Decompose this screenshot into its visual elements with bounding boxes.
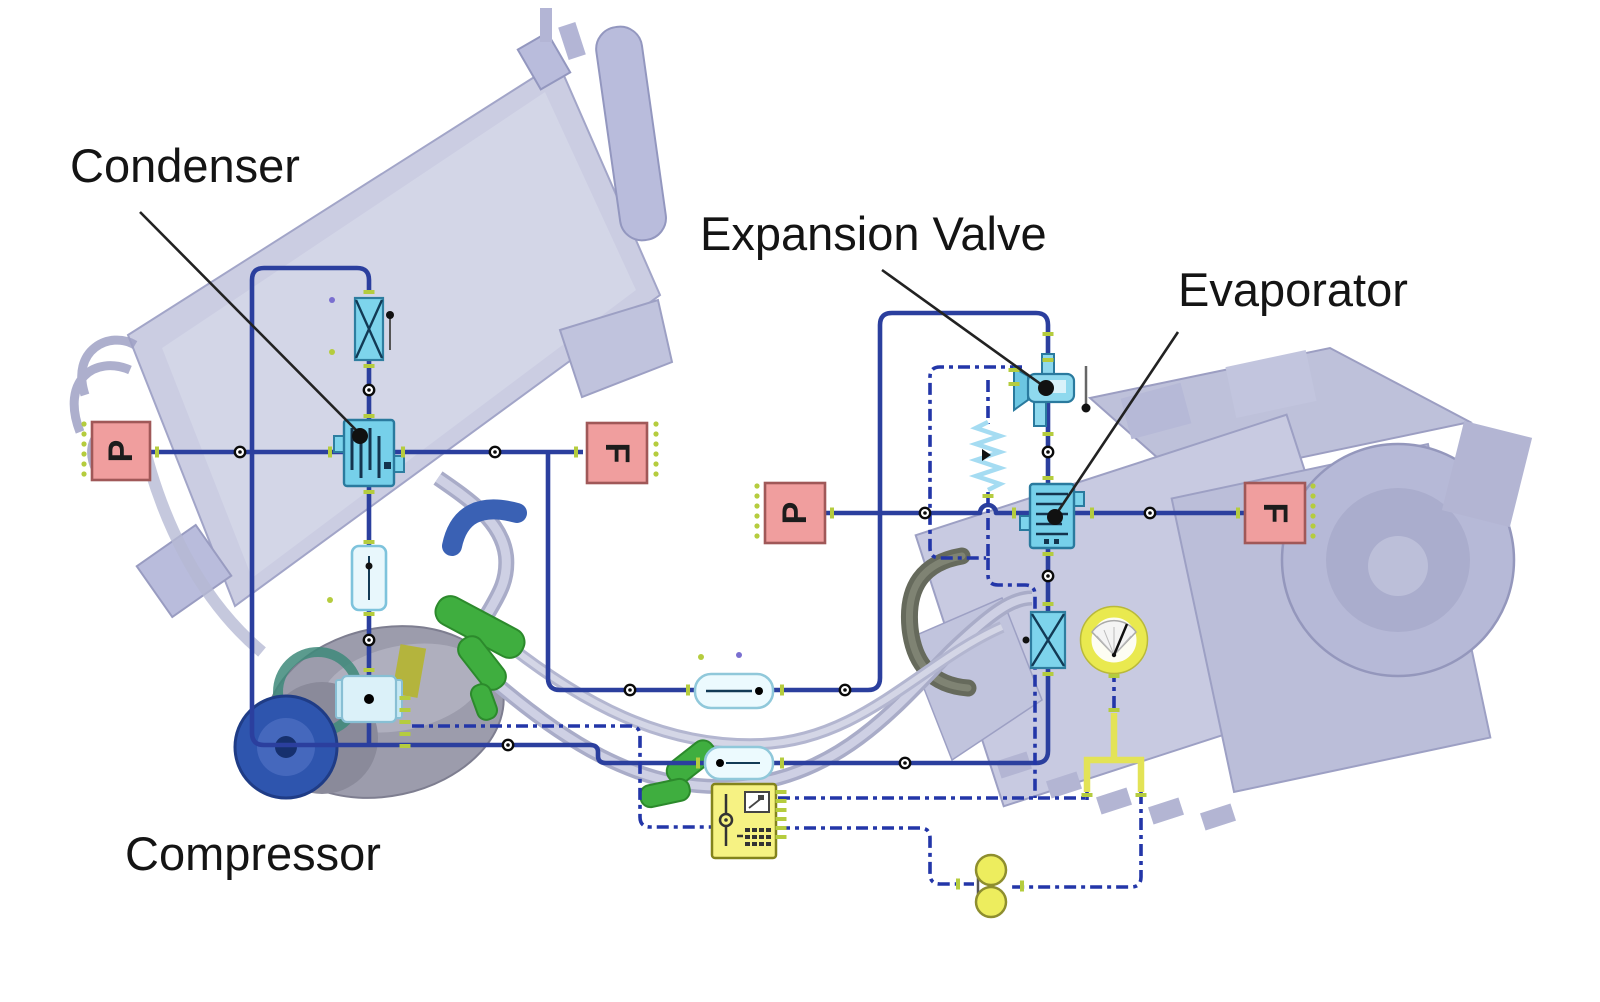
- air-distribution-fork-symbol: [1083, 713, 1145, 792]
- purple-dot: [329, 297, 335, 303]
- hvac-unit-cad-model: [900, 346, 1533, 831]
- expansion-loop-line: [877, 310, 1051, 513]
- callout-arrows: [139, 211, 1180, 525]
- green-dot: [698, 654, 704, 660]
- compressor-label: Compressor: [125, 827, 381, 880]
- spring-symbol: [968, 419, 1008, 493]
- pressure-letter: P: [776, 502, 814, 525]
- fork-right-leg-line: [1009, 792, 1143, 889]
- condenser-label: Condenser: [70, 139, 300, 192]
- sensor-bulb-dot: [1081, 403, 1091, 413]
- receiver-drier-symbol: [327, 544, 388, 612]
- controller-box: [710, 782, 778, 860]
- condenser-arrow: [139, 211, 359, 433]
- gauge-symbol: [1079, 605, 1149, 675]
- controller-lower-signal-line: [778, 826, 974, 886]
- evaporator-arrow: [1055, 331, 1180, 514]
- flow-sensor-left: F: [585, 421, 659, 485]
- pressure-letter: P: [102, 440, 140, 463]
- green-hose-couplers: [434, 595, 717, 809]
- liquid-line: [545, 452, 883, 693]
- suction-valve-symbol: [1022, 610, 1067, 670]
- evaporator-line: [825, 502, 1245, 516]
- expansion-valve-arrow: [881, 268, 1043, 387]
- evaporator-label: Evaporator: [1178, 263, 1408, 316]
- flow-letter: F: [1256, 503, 1294, 524]
- blue-elbow-fitting: [442, 499, 527, 556]
- suction-pipe-symbol: [703, 745, 775, 781]
- expansion-valve-label: Expansion Valve: [700, 207, 1047, 260]
- compressor-symbol: [335, 674, 403, 724]
- suction-loop-line: [249, 265, 1051, 766]
- condenser-symbol: [333, 418, 405, 488]
- pressure-sensor-left: P: [81, 420, 152, 482]
- gauge-needle: [1112, 623, 1129, 656]
- green-dot: [329, 349, 335, 355]
- flow-sensor-right: F: [1243, 481, 1316, 545]
- txv-equalizer-line: [928, 365, 1022, 560]
- controller-keypad: [745, 828, 771, 846]
- flow-letter: F: [598, 443, 636, 464]
- liquid-pipe-symbol: [693, 652, 775, 710]
- purple-dot: [736, 652, 742, 658]
- pressure-sensor-right: P: [754, 481, 827, 545]
- txv-signal-drop-line: [986, 558, 1037, 798]
- high-side-valve-symbol: [329, 296, 394, 362]
- green-dot: [327, 597, 333, 603]
- blower-switch-symbol: [974, 853, 1008, 919]
